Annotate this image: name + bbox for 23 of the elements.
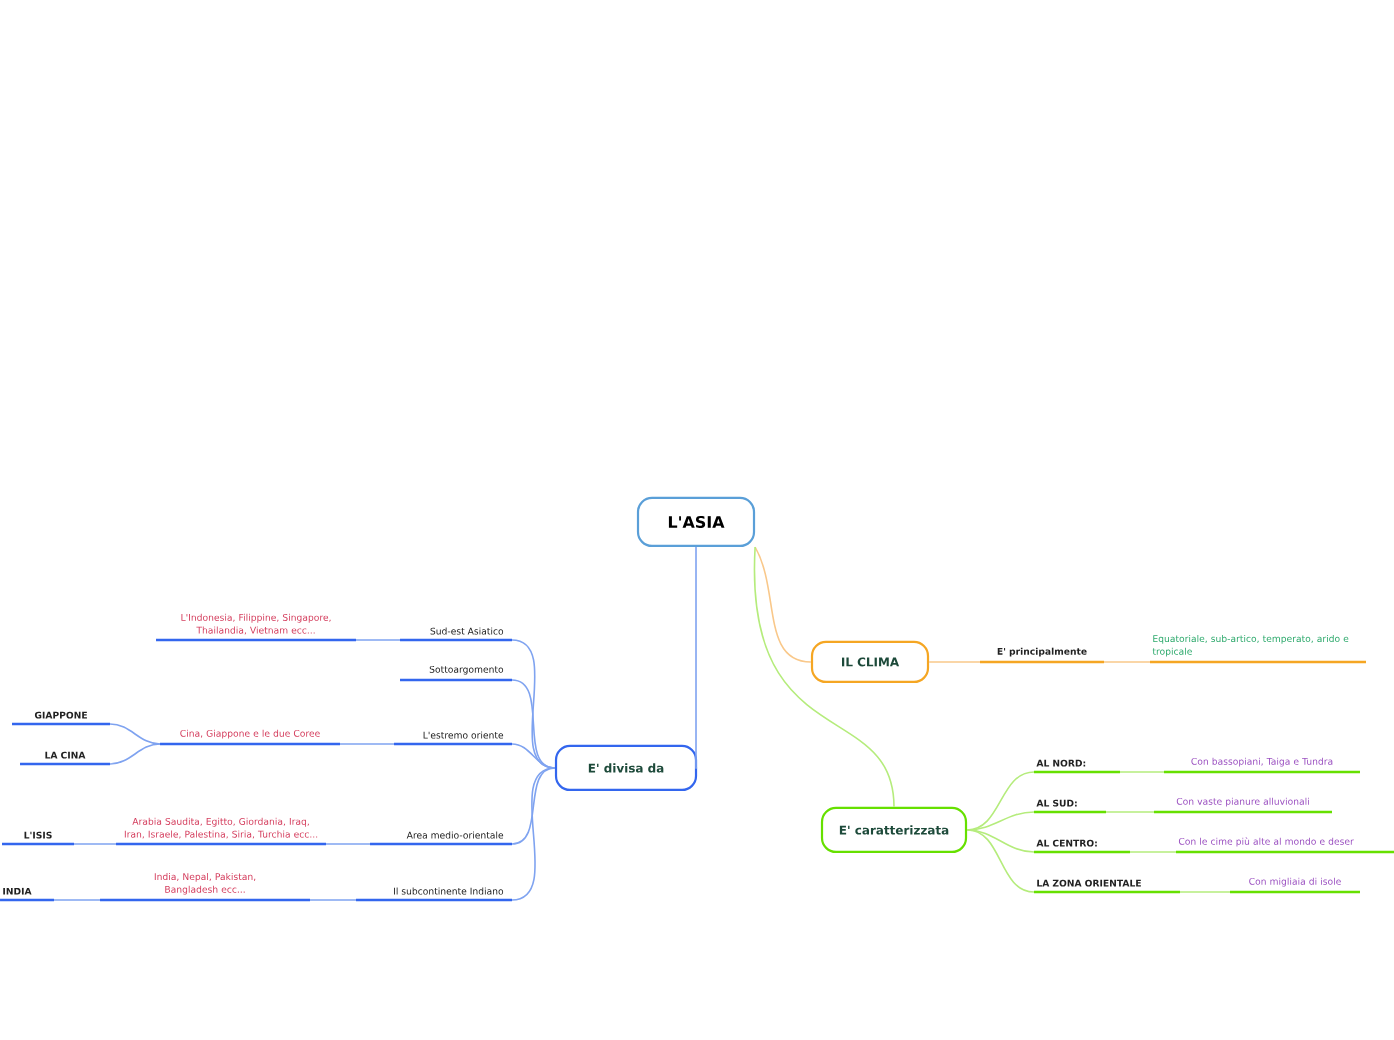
connector	[928, 661, 981, 663]
connector	[754, 546, 895, 808]
connector	[339, 743, 395, 745]
connector	[109, 723, 161, 745]
connector	[355, 639, 401, 641]
connector	[966, 829, 1035, 893]
connector	[511, 767, 556, 901]
connector	[1179, 891, 1231, 893]
connector	[309, 899, 357, 901]
connector	[511, 767, 556, 845]
connector	[511, 743, 556, 769]
connector	[1119, 771, 1165, 773]
connector	[1105, 811, 1155, 813]
connector	[966, 829, 1035, 853]
connector	[695, 546, 698, 769]
connector	[109, 743, 161, 765]
connector	[1129, 851, 1177, 853]
connector	[325, 843, 371, 845]
connector	[73, 843, 117, 845]
connector	[754, 546, 812, 663]
connector	[966, 811, 1035, 831]
connector	[53, 899, 101, 901]
connector	[1103, 661, 1151, 663]
